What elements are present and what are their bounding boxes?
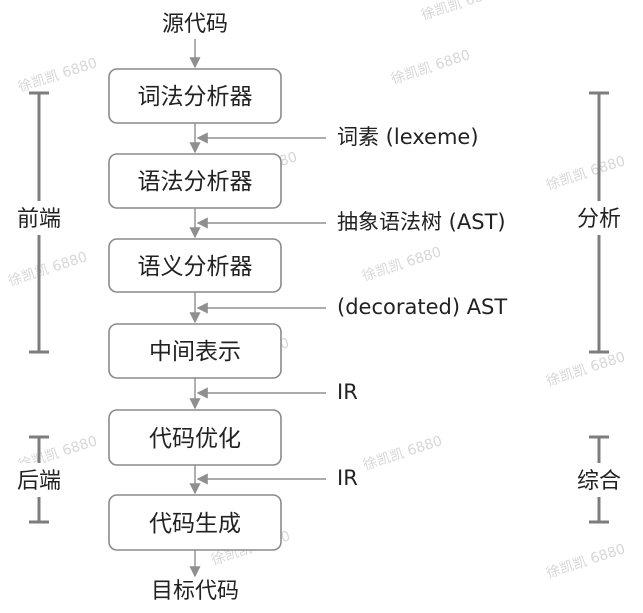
artifact-label-decorated-ast: (decorated) AST (337, 295, 507, 319)
stage-label: 语义分析器 (138, 254, 253, 280)
target-code-label: 目标代码 (151, 579, 239, 604)
watermark-text: 徐凯凯 6880 (389, 47, 472, 88)
synthesis-label: 综合 (577, 469, 621, 494)
stage-label: 语法分析器 (138, 169, 253, 195)
stage-box-semantic-analyzer: 语义分析器 (108, 238, 282, 293)
stage-box-outline (108, 494, 282, 551)
stage-box-codegen: 代码生成 (108, 494, 282, 551)
stage-box-outline (108, 153, 282, 209)
backend-label: 后端 (17, 469, 61, 494)
stage-label: 代码生成 (149, 511, 241, 537)
bracket-label-mask (9, 463, 69, 497)
stage-box-outline (108, 323, 282, 379)
artifact-label-ir-1: IR (337, 380, 358, 404)
watermark-text: 徐凯凯 6880 (6, 249, 89, 290)
stage-label: 词法分析器 (138, 84, 253, 110)
watermark-group: 徐凯凯 6880 徐凯凯 6880 徐凯凯 6880 徐凯凯 6880 徐凯凯 … (6, 0, 627, 582)
stage-box-outline (108, 238, 282, 293)
watermark-text: 徐凯凯 6880 (544, 541, 627, 582)
backend-bracket: 后端 (9, 435, 69, 524)
stage-box-ir: 中间表示 (108, 323, 282, 379)
watermark-text: 徐凯凯 6880 (544, 349, 627, 390)
watermark-text: 徐凯凯 6880 (361, 433, 444, 474)
stage-label: 代码优化 (149, 426, 241, 452)
bracket-label-mask (569, 201, 629, 235)
watermark-text: 徐凯凯 6880 (419, 0, 502, 24)
watermark-text: 徐凯凯 6880 (544, 153, 627, 194)
artifact-label-ir-2: IR (337, 466, 358, 490)
frontend-bracket: 前端 (9, 91, 69, 354)
bracket-label-mask (569, 463, 629, 497)
analysis-bracket: 分析 (569, 91, 629, 354)
source-code-label: 源代码 (162, 12, 228, 37)
artifact-label-lexeme: 词素 (lexeme) (337, 125, 479, 149)
watermark-text: 徐凯凯 6880 (16, 55, 99, 96)
stage-box-outline (108, 409, 282, 466)
analysis-label: 分析 (577, 207, 621, 232)
bracket-label-mask (9, 201, 69, 235)
stage-box-outline (108, 68, 282, 124)
artifact-label-ast: 抽象语法树 (AST) (337, 210, 506, 234)
synthesis-bracket: 综合 (569, 435, 629, 524)
stage-box-parser: 语法分析器 (108, 153, 282, 209)
frontend-label: 前端 (17, 207, 61, 232)
stage-box-lexer: 词法分析器 (108, 68, 282, 124)
stage-box-optimizer: 代码优化 (108, 409, 282, 466)
watermark-text: 徐凯凯 6880 (360, 244, 443, 285)
stage-label: 中间表示 (149, 339, 241, 365)
